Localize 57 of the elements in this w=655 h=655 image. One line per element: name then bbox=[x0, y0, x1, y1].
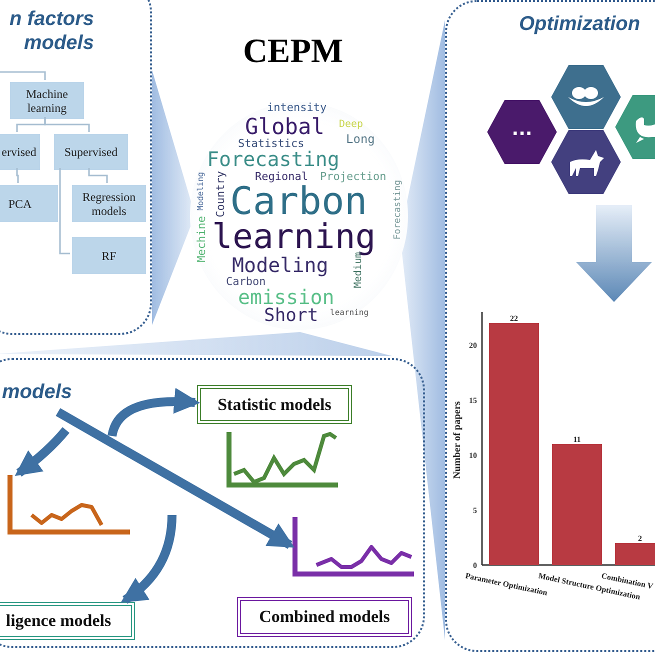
word-cloud-word: Statistics bbox=[238, 138, 304, 149]
word-cloud-word: Mechine bbox=[196, 216, 207, 262]
word-cloud-word: Forecasting bbox=[394, 180, 403, 240]
model-box: Statistic models bbox=[197, 385, 352, 424]
value-label: 11 bbox=[573, 435, 581, 444]
curved-arrow bbox=[108, 388, 200, 438]
tick-label: 20 bbox=[469, 341, 477, 350]
tree-box: Supervised bbox=[54, 134, 128, 170]
connector-line bbox=[88, 168, 108, 183]
tree-box: PCA bbox=[0, 185, 58, 222]
value-label: 22 bbox=[510, 314, 518, 323]
hexagon-tile bbox=[550, 64, 622, 130]
tick-label: 5 bbox=[473, 506, 477, 515]
curved-arrow bbox=[14, 427, 70, 477]
connector-line bbox=[59, 168, 70, 254]
hexagon-tile bbox=[486, 99, 558, 165]
word-cloud-word: Deep bbox=[339, 120, 364, 130]
connector-line bbox=[44, 117, 90, 132]
curved-arrow bbox=[120, 514, 176, 604]
tick-label: 10 bbox=[469, 451, 477, 460]
axis-title: Number of papers bbox=[452, 401, 463, 479]
value-label: 2 bbox=[638, 534, 642, 543]
word-cloud-word: Carbon bbox=[226, 276, 266, 287]
tree-box: RF bbox=[72, 237, 146, 274]
connector-line bbox=[16, 168, 19, 183]
model-box: Combined models bbox=[237, 597, 412, 637]
word-cloud-word: learning bbox=[330, 309, 369, 317]
tree-box: Regression models bbox=[72, 185, 146, 222]
word-cloud-word: Long bbox=[346, 133, 375, 145]
tree-box: ervised bbox=[0, 134, 40, 170]
word-cloud-word: Country bbox=[215, 171, 226, 218]
callout-wedge bbox=[400, 20, 445, 640]
tick-label: 0 bbox=[473, 561, 477, 570]
panel-frame bbox=[0, 358, 425, 648]
word-cloud-word: Short bbox=[264, 307, 318, 325]
word-cloud-word: Forecasting bbox=[207, 149, 340, 169]
hexagon-tile bbox=[550, 129, 622, 195]
callout-wedge bbox=[0, 332, 392, 356]
word-cloud-word: Regional bbox=[255, 171, 308, 182]
word-cloud-word: emission bbox=[238, 287, 334, 307]
connector-line bbox=[0, 71, 46, 80]
panel-frame bbox=[0, 0, 152, 335]
panel-heading: Optimization bbox=[519, 12, 642, 36]
word-cloud-word: Projection bbox=[320, 171, 386, 182]
tick-label: 15 bbox=[469, 396, 477, 405]
ellipsis-text: ... bbox=[510, 119, 534, 140]
word-cloud-word: intensity bbox=[267, 102, 327, 113]
panel-heading: models bbox=[2, 380, 74, 404]
curved-arrow bbox=[56, 408, 294, 549]
word-cloud-word: Modeling bbox=[232, 255, 328, 275]
model-box: ligence models bbox=[0, 602, 135, 640]
panel-heading: n factors models bbox=[8, 7, 94, 55]
word-cloud-word: Global bbox=[245, 117, 324, 139]
title: CEPM bbox=[243, 33, 344, 71]
tree-box: Machine learning bbox=[10, 82, 84, 119]
block-arrow bbox=[576, 205, 652, 302]
word-cloud-word: Carbon bbox=[230, 182, 368, 220]
